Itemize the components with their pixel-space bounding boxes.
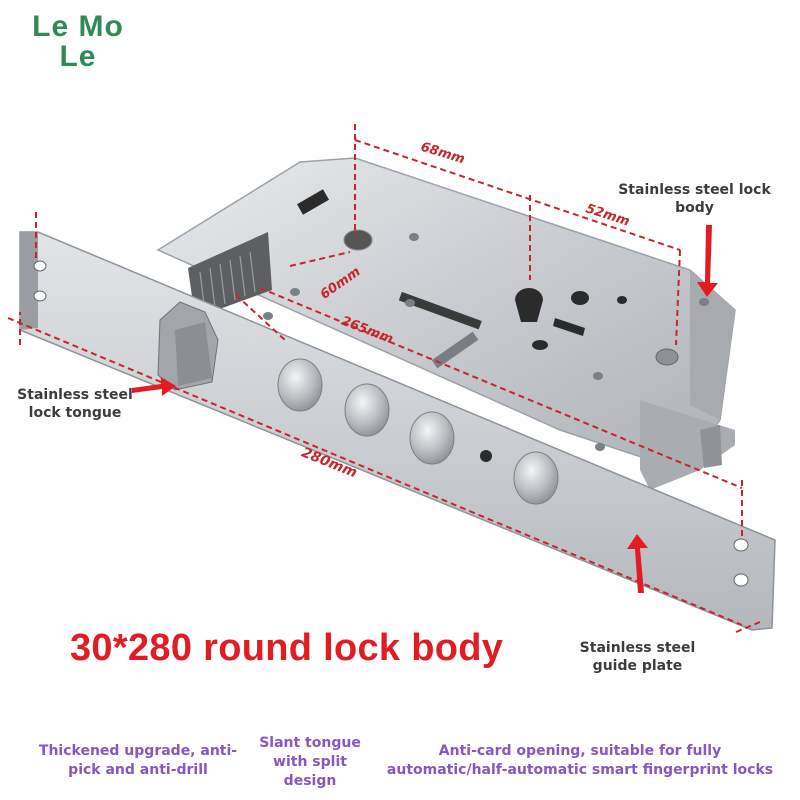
pointer-arrows bbox=[132, 225, 718, 593]
round-bolts bbox=[277, 358, 559, 505]
brand-logo: Le Mo Le bbox=[18, 12, 138, 72]
lock-tongue-callout: Stainless steel lock tongue bbox=[17, 387, 133, 421]
brand-line-2: Le bbox=[59, 40, 97, 73]
guide-plate-callout: Stainless steel guide plate bbox=[579, 640, 696, 674]
lock-body-callout: Stainless steel lock body bbox=[618, 182, 771, 216]
lock-body bbox=[156, 157, 736, 490]
lock-tongue-arrow bbox=[132, 377, 176, 396]
product-headline: 30*280 round lock body bbox=[70, 627, 504, 669]
feature-anti-drill: Thickened upgrade, anti-pick and anti-dr… bbox=[38, 743, 238, 778]
lock-tongue bbox=[157, 301, 219, 391]
feature-slant-tongue: Slant tongue with split design bbox=[259, 735, 361, 789]
guide-plate-arrow bbox=[627, 534, 648, 593]
brand-line-1: Le Mo bbox=[32, 10, 124, 43]
dimension-lines bbox=[7, 124, 761, 633]
lock-body-arrow bbox=[697, 225, 718, 297]
feature-anti-card: Anti-card opening, suitable for fully au… bbox=[386, 743, 774, 778]
